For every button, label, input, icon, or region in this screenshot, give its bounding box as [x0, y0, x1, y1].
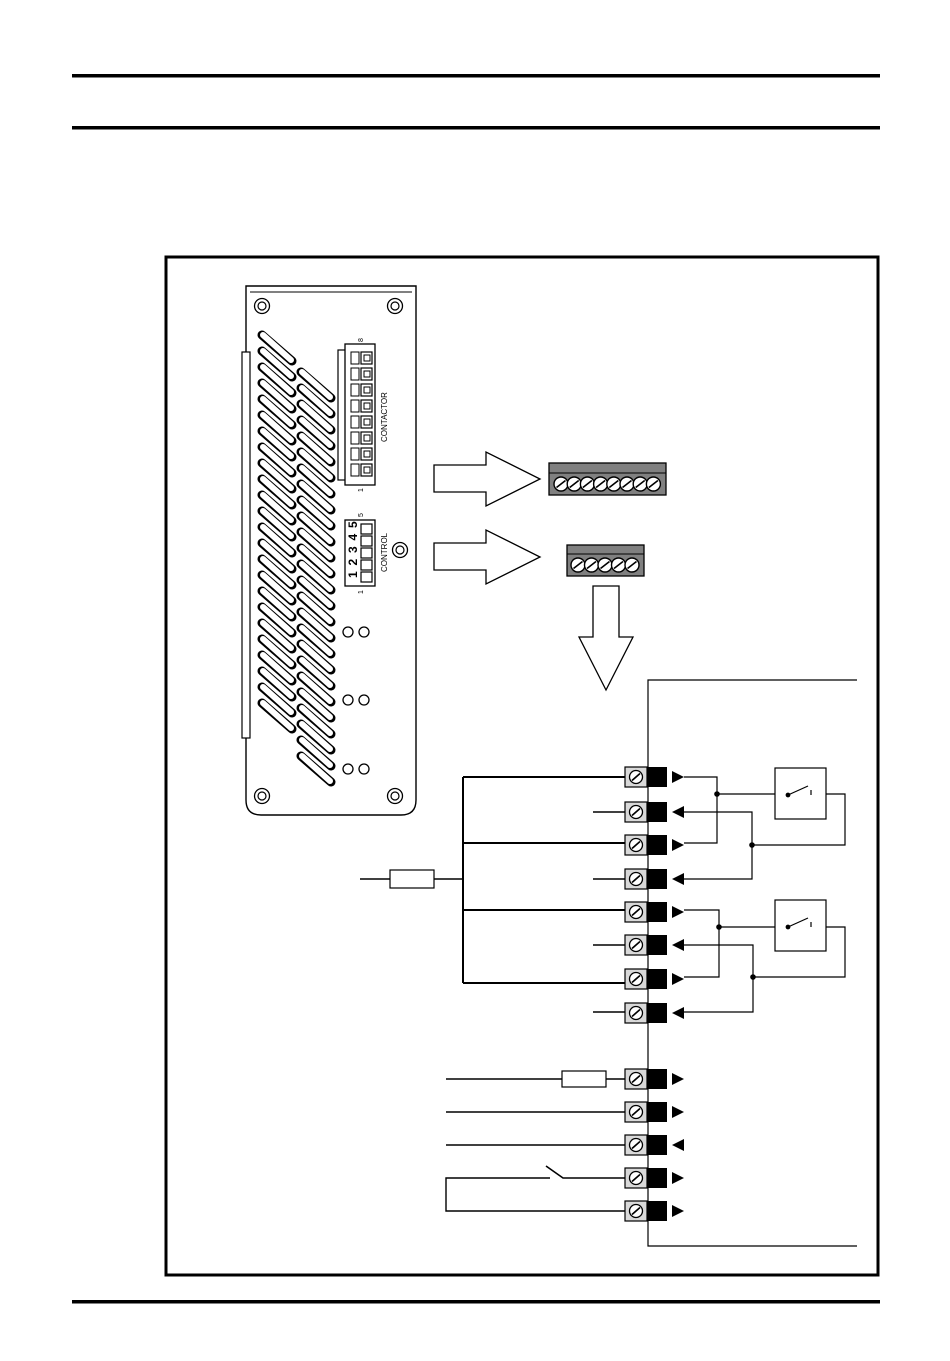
contactor-pin [351, 400, 372, 412]
unit-front-panel: CONTACTOR 8 1 1 2 3 4 5 CONTROL 5 1 [242, 286, 416, 815]
direction-arrow-icon [672, 906, 684, 918]
control-pin-5: 5 [358, 513, 365, 517]
direction-arrow-icon [672, 771, 684, 783]
screw-icon [580, 477, 594, 491]
contactor-pin [351, 368, 372, 380]
screw-icon [620, 477, 634, 491]
control-pin-number: 1 [346, 571, 360, 578]
terminal [625, 1135, 684, 1155]
control-pin [361, 560, 372, 570]
contactor-pin [351, 416, 372, 428]
control-label: CONTROL [380, 532, 389, 572]
terminal [625, 835, 684, 855]
screw-icon [625, 558, 639, 572]
screw-icon [594, 477, 608, 491]
contactor-pin-8: 8 [358, 338, 365, 342]
mounting-screw-icon [388, 789, 403, 804]
footer-rule [72, 1300, 880, 1304]
control-arrow-icon [434, 530, 540, 584]
direction-arrow-icon [672, 1073, 684, 1085]
terminal [625, 869, 684, 889]
terminal [625, 969, 684, 989]
screw-icon [633, 477, 647, 491]
control-pin-number: 5 [346, 521, 360, 528]
terminal [625, 1168, 684, 1188]
contactor-pin [351, 448, 372, 460]
control-pin-number: 4 [346, 534, 360, 541]
terminal [625, 767, 684, 787]
direction-arrow-icon [672, 873, 684, 885]
contactor-pin [351, 352, 372, 364]
terminal [625, 802, 684, 822]
control-fuse-icon [562, 1071, 606, 1087]
contactor-pin [351, 464, 372, 476]
control-pin-1: 1 [358, 590, 365, 594]
fuse-icon [390, 870, 434, 888]
screw-icon [585, 558, 599, 572]
mounting-screw-icon [255, 789, 270, 804]
direction-arrow-icon [672, 806, 684, 818]
control-pin [361, 548, 372, 558]
terminal [625, 1201, 684, 1221]
contactor-label: CONTACTOR [380, 392, 389, 442]
relay-1 [775, 768, 826, 819]
direction-arrow-icon [672, 1172, 684, 1184]
control-wiring [446, 1071, 625, 1211]
mounting-screw-icon [388, 299, 403, 314]
control-pin-number: 3 [346, 546, 360, 553]
screw-icon [571, 558, 585, 572]
terminal [625, 1102, 684, 1122]
down-arrow-icon [579, 586, 633, 690]
mounting-screw-icon [255, 299, 270, 314]
control-pin [361, 524, 372, 534]
screw-icon [598, 558, 612, 572]
screw-icon [554, 477, 568, 491]
direction-arrow-icon [672, 973, 684, 985]
header-rule-top [72, 74, 880, 78]
direction-arrow-icon [672, 1205, 684, 1217]
screw-icon [607, 477, 621, 491]
contactor-pin [351, 432, 372, 444]
contactor-pin-1: 1 [358, 488, 365, 492]
terminal-strip [625, 680, 857, 1246]
direction-arrow-icon [672, 939, 684, 951]
screw-icon [612, 558, 626, 572]
header-rule-bottom [72, 126, 880, 130]
terminal [625, 902, 684, 922]
contactor-pin [351, 384, 372, 396]
direction-arrow-icon [672, 839, 684, 851]
screw-icon [646, 477, 660, 491]
terminal [625, 1069, 684, 1089]
contactor-arrow-icon [434, 452, 540, 506]
direction-arrow-icon [672, 1007, 684, 1019]
contactor-terminal-block [549, 463, 666, 495]
direction-arrow-icon [672, 1139, 684, 1151]
relay-2 [775, 900, 826, 951]
control-terminal-block [567, 545, 644, 576]
panel-screw-icon [393, 543, 408, 558]
control-pin [361, 572, 372, 582]
terminal [625, 1003, 684, 1023]
screw-icon [567, 477, 581, 491]
control-pin [361, 536, 372, 546]
terminal [625, 935, 684, 955]
control-pin-number: 2 [346, 559, 360, 566]
direction-arrow-icon [672, 1106, 684, 1118]
din-rail-edge [242, 352, 250, 738]
